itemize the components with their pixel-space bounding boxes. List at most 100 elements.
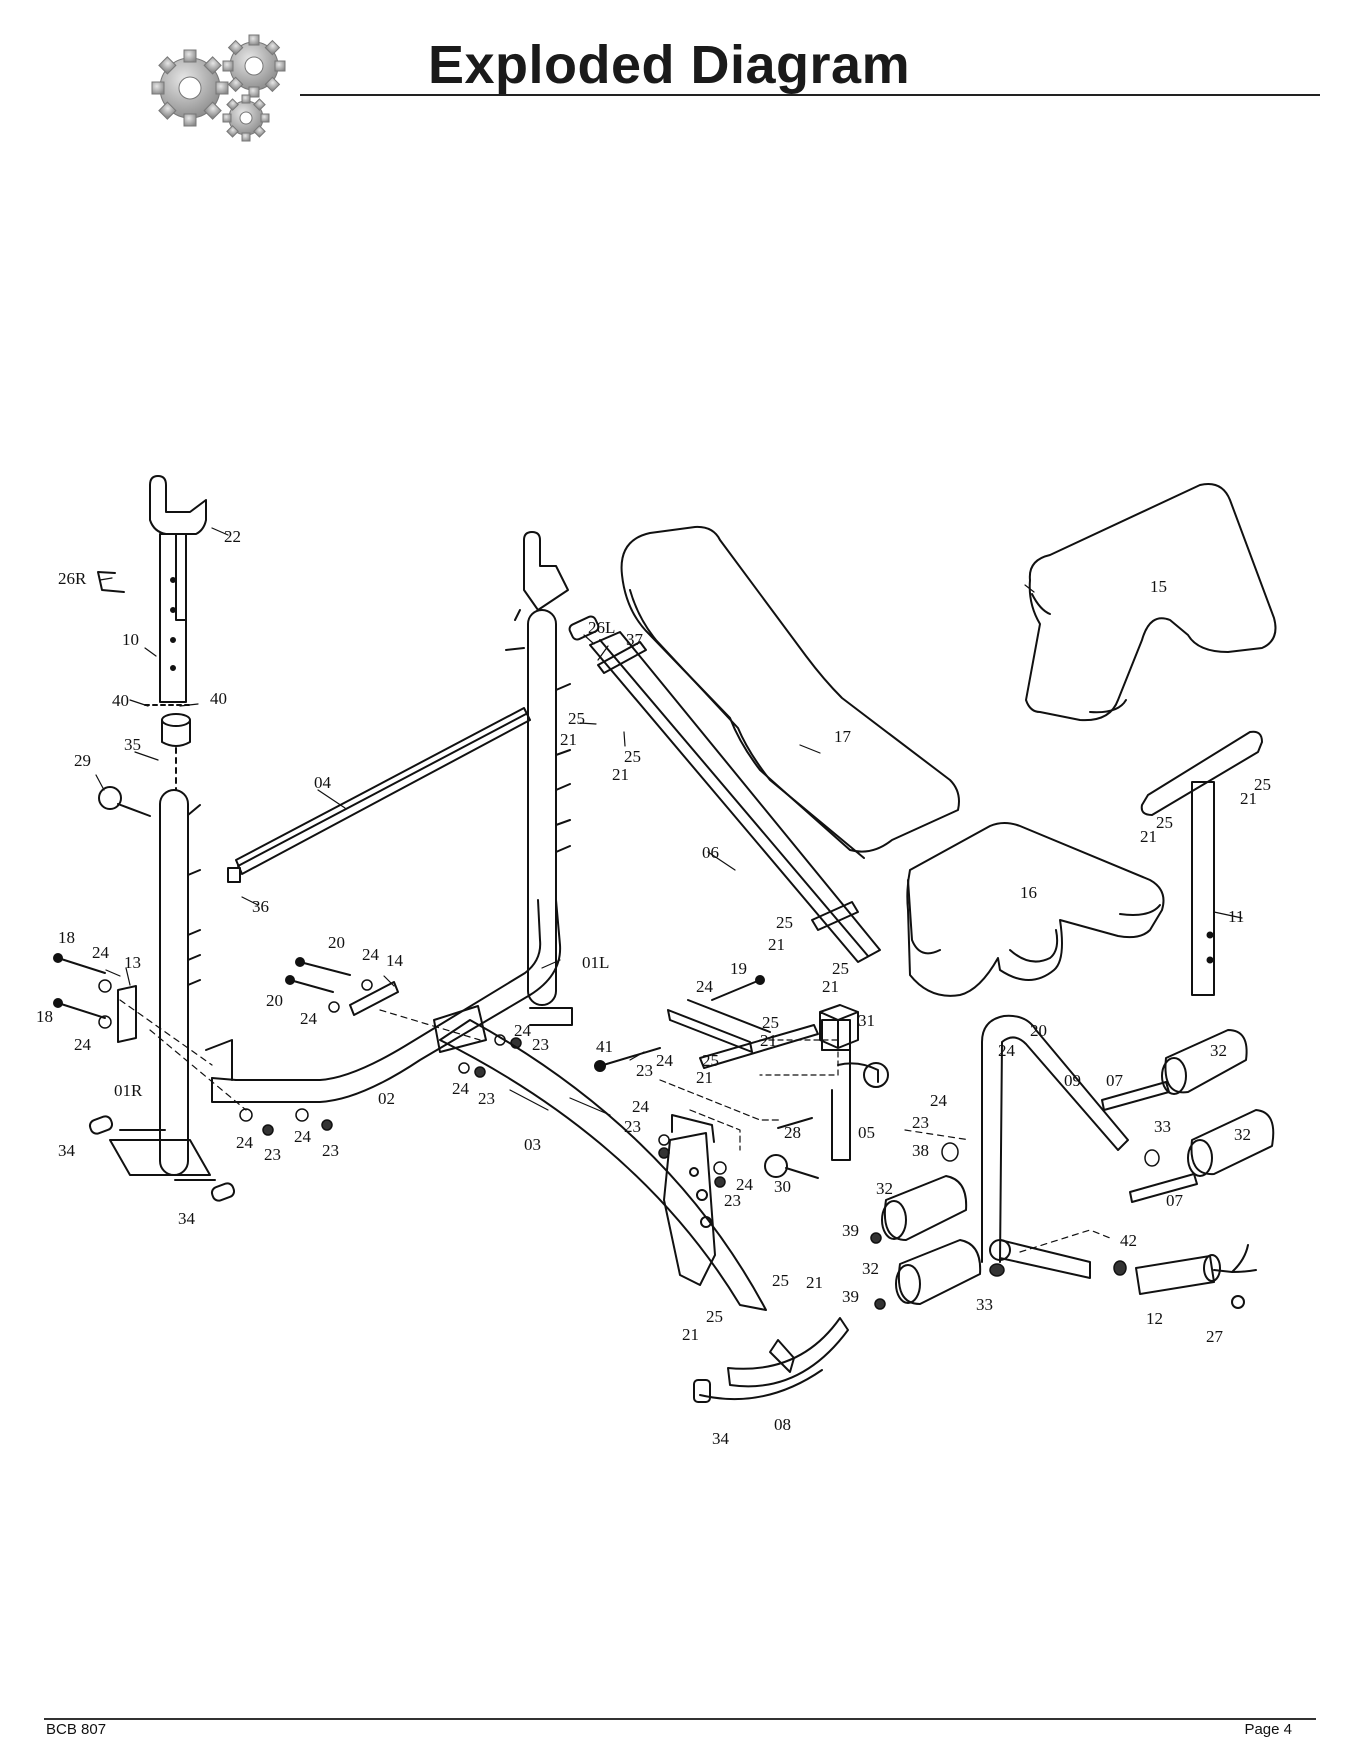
part-label: 24 <box>930 1091 948 1110</box>
part-label: 20 <box>1030 1021 1047 1040</box>
part-label: 32 <box>1234 1125 1251 1144</box>
part-label: 26L <box>588 618 615 637</box>
part-label: 05 <box>858 1123 875 1142</box>
foam-roller <box>1187 1109 1275 1177</box>
part-label: 18 <box>36 1007 53 1026</box>
part-label: 32 <box>1210 1041 1227 1060</box>
part-label: 33 <box>1154 1117 1171 1136</box>
part-label: 15 <box>1150 577 1167 596</box>
part-label: 38 <box>912 1141 929 1160</box>
part-label: 21 <box>1240 789 1257 808</box>
pop-pin-knob <box>98 786 151 817</box>
part-label: 26R <box>58 569 87 588</box>
part-label: 22 <box>224 527 241 546</box>
part-label: 29 <box>74 751 91 770</box>
part-label: 25 <box>702 1051 719 1070</box>
footer-rule <box>44 1718 1316 1720</box>
part-label: 20 <box>266 991 283 1010</box>
part-label: 19 <box>730 959 747 978</box>
foam-roller <box>1161 1029 1248 1095</box>
part-label: 23 <box>724 1191 741 1210</box>
part-label: 11 <box>1228 907 1244 926</box>
part-label: 21 <box>806 1273 823 1292</box>
part-label: 10 <box>122 630 139 649</box>
part-label: 12 <box>1146 1309 1163 1328</box>
part-label: 03 <box>524 1135 541 1154</box>
part-label: 25 <box>1254 775 1271 794</box>
part-label: 23 <box>532 1035 549 1054</box>
part-label: 40 <box>210 689 227 708</box>
part-label: 31 <box>858 1011 875 1030</box>
part-label: 02 <box>378 1089 395 1108</box>
part-label: 39 <box>842 1221 859 1240</box>
front-foot-08 <box>693 1317 849 1403</box>
part-label: 14 <box>386 951 404 970</box>
part-label: 42 <box>1120 1231 1137 1250</box>
part-label: 24 <box>74 1035 92 1054</box>
title-underline <box>300 94 1320 96</box>
part-label: 34 <box>712 1429 730 1448</box>
part-label: 32 <box>862 1259 879 1278</box>
part-label: 17 <box>834 727 852 746</box>
main-rail-03 <box>433 1005 767 1311</box>
part-label: 25 <box>772 1271 789 1290</box>
part-label: 24 <box>736 1175 754 1194</box>
part-label: 24 <box>656 1051 674 1070</box>
part-label: 06 <box>702 843 719 862</box>
model-number: BCB 807 <box>46 1721 107 1738</box>
part-label: 21 <box>760 1031 777 1050</box>
part-label: 25 <box>624 747 641 766</box>
part-label: 28 <box>784 1123 801 1142</box>
part-label: 34 <box>58 1141 76 1160</box>
part-label: 18 <box>58 928 75 947</box>
part-label: 24 <box>362 945 380 964</box>
part-label: 24 <box>514 1021 532 1040</box>
part-label: 35 <box>124 735 141 754</box>
upright-post-left <box>505 531 573 1026</box>
upright-post-right <box>97 475 216 1181</box>
leg-developer-09 <box>981 1014 1129 1279</box>
part-label: 41 <box>596 1037 613 1056</box>
part-label: 21 <box>560 730 577 749</box>
part-label: 07 <box>1106 1071 1124 1090</box>
page-title: Exploded Diagram <box>428 35 911 95</box>
part-label: 09 <box>1064 1071 1081 1090</box>
part-label: 25 <box>1156 813 1173 832</box>
preacher-pad-15 <box>1025 483 1277 722</box>
part-label: 25 <box>762 1013 779 1032</box>
part-label: 25 <box>832 959 849 978</box>
part-label: 25 <box>568 709 585 728</box>
part-label: 40 <box>112 691 129 710</box>
part-label: 21 <box>1140 827 1157 846</box>
part-label: 20 <box>328 933 345 952</box>
part-label: 01R <box>114 1081 143 1100</box>
part-label: 07 <box>1166 1191 1184 1210</box>
part-labels: 22 26R 10 40 40 35 29 04 36 26L 37 25 21… <box>36 527 1271 1448</box>
part-label: 08 <box>774 1415 791 1434</box>
part-label: 13 <box>124 953 141 972</box>
part-label: 37 <box>626 630 644 649</box>
part-label: 21 <box>696 1068 713 1087</box>
part-label: 24 <box>300 1009 318 1028</box>
foam-roller <box>895 1239 982 1305</box>
crossbar-04 <box>227 707 531 883</box>
part-label: 21 <box>822 977 839 996</box>
part-label: 24 <box>696 977 714 996</box>
part-label: 04 <box>314 773 332 792</box>
part-label: 23 <box>264 1145 281 1164</box>
part-label: 01L <box>582 953 609 972</box>
part-label: 25 <box>776 913 793 932</box>
part-label: 24 <box>998 1041 1016 1060</box>
seat-pad-16 <box>906 822 1165 997</box>
part-label: 24 <box>452 1079 470 1098</box>
part-label: 23 <box>912 1113 929 1132</box>
backrest-pad-17 <box>620 525 960 859</box>
part-label: 24 <box>92 943 110 962</box>
part-label: 24 <box>294 1127 312 1146</box>
part-label: 33 <box>976 1295 993 1314</box>
foam-roller <box>881 1175 968 1241</box>
part-label: 30 <box>774 1177 791 1196</box>
part-label: 25 <box>706 1307 723 1326</box>
